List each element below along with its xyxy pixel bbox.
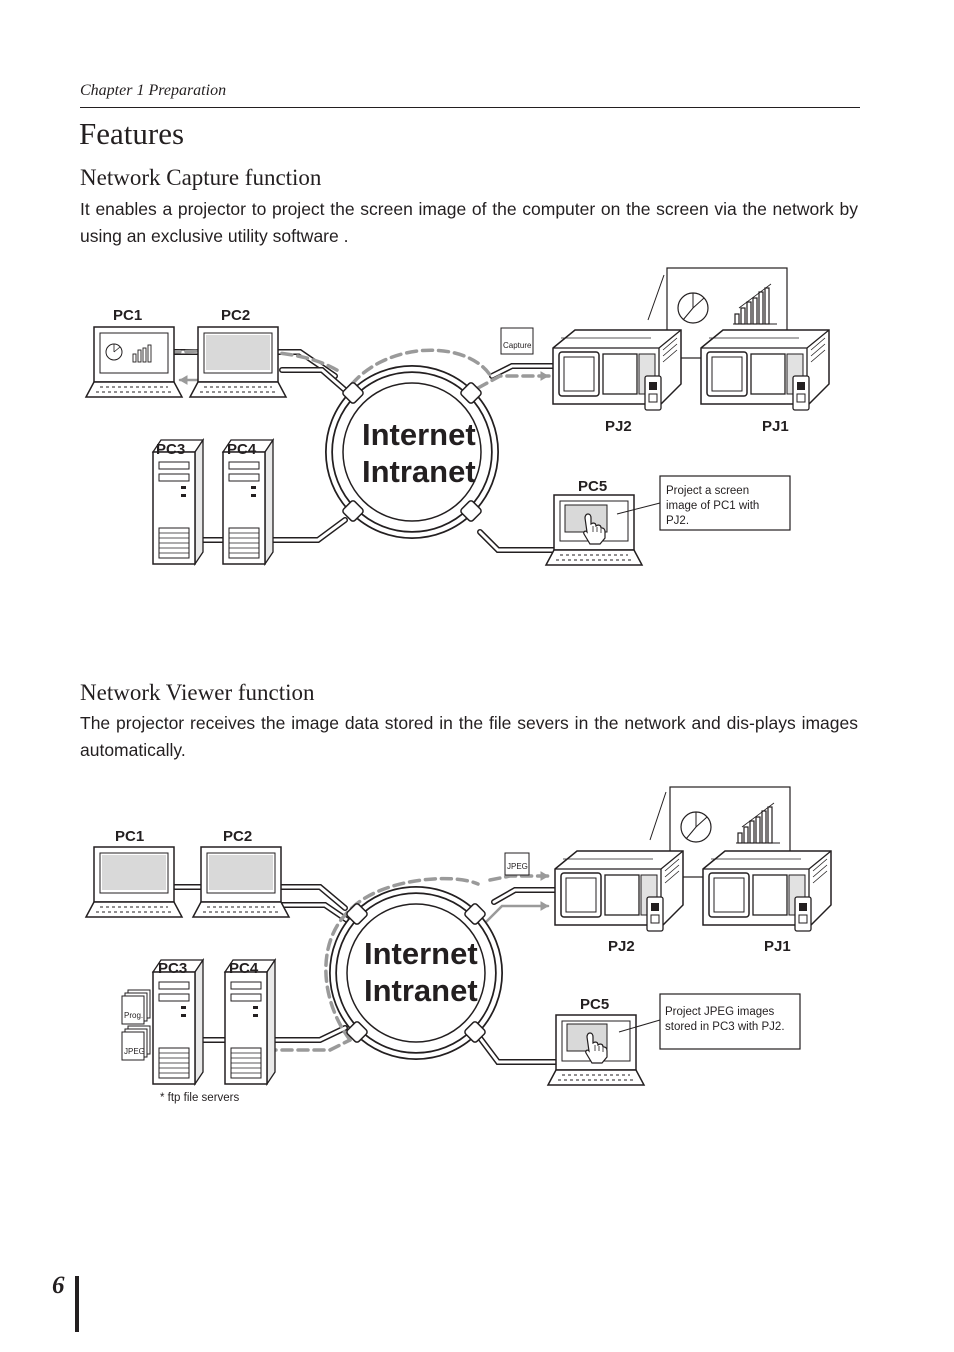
capture-pj2-projector [552, 329, 682, 411]
capture-pj2-label: PJ2 [605, 418, 632, 435]
viewer-file-jpeg: JPEG [124, 1047, 145, 1056]
viewer-pc2-screen [209, 855, 273, 890]
capture-pj1-label: PJ1 [762, 418, 789, 435]
viewer-pc5-label: PC5 [580, 996, 609, 1013]
viewer-cloud-line2: Intranet [364, 973, 478, 1008]
capture-pc1-bars [132, 344, 152, 363]
viewer-pj2-projector [554, 850, 684, 932]
viewer-pj1-label: PJ1 [764, 938, 791, 955]
viewer-tag-box [504, 852, 530, 876]
page-number-bar [75, 1276, 79, 1332]
capture-heading: Network Capture function [80, 165, 322, 190]
viewer-pc3-tower [152, 959, 204, 1085]
capture-cloud-line1: Internet [362, 417, 476, 452]
page-number: 6 [52, 1272, 65, 1299]
capture-pj1-projector [700, 329, 830, 411]
capture-callout-line2: image of PC1 with [666, 500, 759, 512]
capture-pc4-label: PC4 [227, 441, 257, 458]
capture-callout-line3: PJ2. [666, 515, 689, 527]
capture-pc2-label: PC2 [221, 307, 250, 324]
viewer-tag: JPEG [507, 862, 528, 871]
viewer-beam-left [649, 791, 667, 841]
capture-pc1-pie-lines [113, 344, 121, 353]
capture-pc1-label: PC1 [113, 307, 142, 324]
viewer-callout-line2: stored in PC3 with PJ2. [665, 1021, 785, 1033]
viewer-footnote: * ftp file servers [160, 1092, 239, 1104]
viewer-cloud-line1: Internet [364, 936, 478, 971]
viewer-pc4-label: PC4 [229, 960, 259, 977]
chapter-label: Chapter 1 Preparation [80, 82, 227, 99]
viewer-prog-file-icon [121, 989, 151, 1025]
viewer-pc4-tower [224, 959, 276, 1085]
capture-callout-line1: Project a screen [666, 485, 749, 497]
capture-cloud-line2: Intranet [362, 454, 476, 489]
capture-pc4-tower [222, 439, 274, 565]
viewer-file-prog: Prog. [124, 1011, 143, 1020]
capture-tag-box [500, 327, 534, 355]
viewer-pc1-label: PC1 [115, 828, 144, 845]
capture-beam-left [647, 274, 665, 321]
viewer-pc2-label: PC2 [223, 828, 252, 845]
viewer-callout-pointer [618, 1019, 661, 1033]
capture-text: It enables a projector to project the sc… [80, 199, 858, 246]
viewer-callout-line1: Project JPEG images [665, 1006, 775, 1018]
capture-tag: Capture [503, 341, 532, 350]
capture-pc2-screen [206, 335, 270, 370]
header-rule [80, 107, 860, 108]
viewer-callout-box [659, 993, 801, 1050]
capture-pc3-label: PC3 [156, 441, 185, 458]
capture-callout-box [659, 475, 791, 531]
viewer-heading: Network Viewer function [80, 680, 315, 705]
viewer-pc3-label: PC3 [158, 960, 187, 977]
capture-diagram: Internet Intranet PC1 PC2 PC3 PC4 Captur… [85, 267, 830, 566]
viewer-jpeg-file-icon [121, 1025, 151, 1061]
page-title: Features [79, 116, 185, 151]
capture-pc5-label: PC5 [578, 478, 607, 495]
capture-callout-pointer [616, 502, 661, 515]
capture-pc3-tower [152, 439, 204, 565]
viewer-pj1-projector [702, 850, 832, 932]
viewer-diagram: Internet Intranet PC1 PC2 PC3 PC4 Prog. … [85, 786, 832, 1104]
viewer-text: The projector receives the image data st… [80, 713, 858, 760]
viewer-pj2-label: PJ2 [608, 938, 635, 955]
viewer-pc1-screen [102, 855, 166, 890]
